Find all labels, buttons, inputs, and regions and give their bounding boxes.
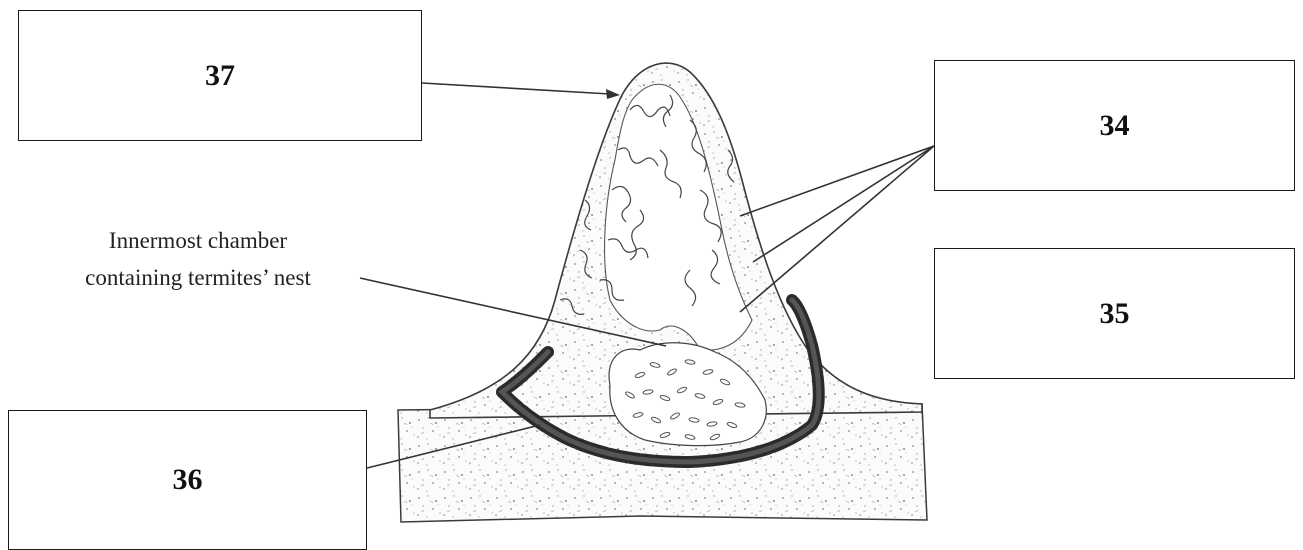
answer-box-36: 36 bbox=[8, 410, 367, 550]
line-34-a bbox=[740, 146, 934, 216]
line-34-b bbox=[753, 146, 934, 262]
box-35-label: 35 bbox=[1100, 297, 1130, 331]
answer-box-37: 37 bbox=[18, 10, 422, 141]
box-34-label: 34 bbox=[1100, 109, 1130, 143]
innermost-chamber-label: Innermost chamber containing termites’ n… bbox=[22, 222, 374, 296]
chamber-label-line-1: Innermost chamber bbox=[22, 222, 374, 259]
chamber-label-line-2: containing termites’ nest bbox=[22, 259, 374, 296]
arrow-37-to-top bbox=[422, 83, 610, 94]
answer-box-35: 35 bbox=[934, 248, 1295, 379]
line-34-c bbox=[740, 146, 934, 312]
answer-box-34: 34 bbox=[934, 60, 1295, 191]
box-36-label: 36 bbox=[173, 463, 203, 497]
box-37-label: 37 bbox=[205, 59, 235, 93]
